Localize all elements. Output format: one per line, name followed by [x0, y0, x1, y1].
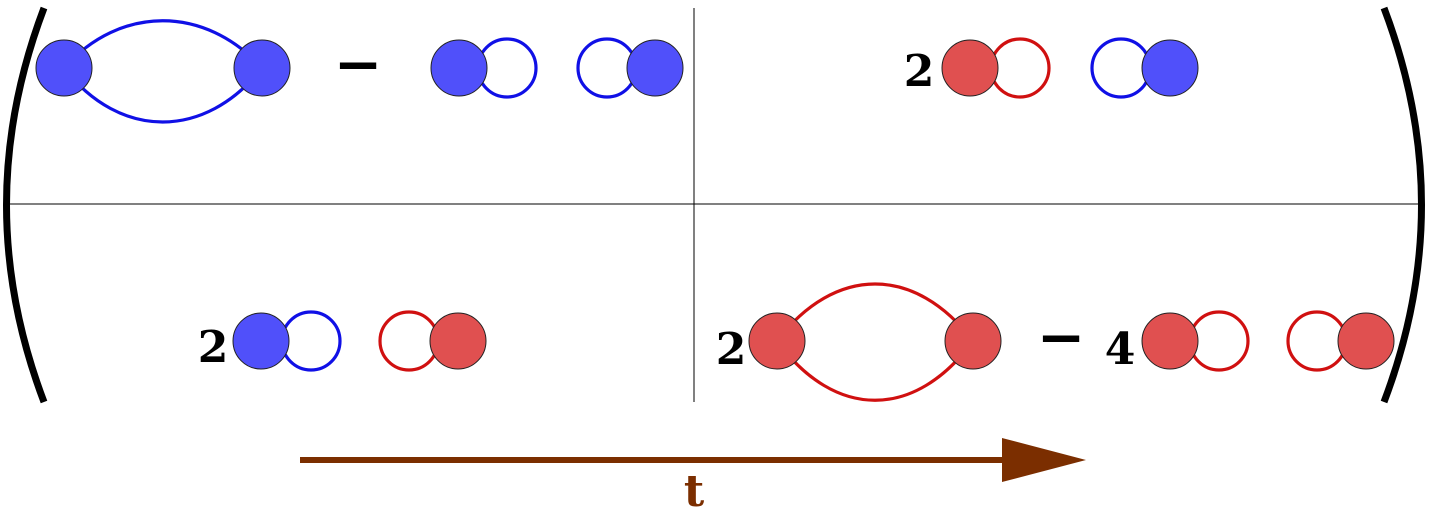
cell-bottom-right: 2 − 4	[716, 282, 1395, 402]
blue-tadpole-loop-right	[232, 310, 342, 372]
vertex-node	[233, 39, 291, 97]
time-label: t	[684, 466, 705, 509]
coefficient: 2	[904, 46, 935, 97]
vertex-node	[1337, 312, 1395, 370]
vertex-node	[35, 39, 93, 97]
tadpole-loop-right	[430, 37, 538, 99]
vertex-node	[941, 39, 999, 97]
vertex-node	[232, 312, 290, 370]
vertex-node	[944, 312, 1002, 370]
vertex-node	[429, 312, 487, 370]
vertex-node	[626, 39, 684, 97]
time-arrow-head	[1002, 438, 1086, 482]
coefficient: 2	[716, 324, 747, 375]
red-two-vertex-bubble-diagram	[748, 282, 1002, 402]
red-tadpole-loop-left	[1286, 310, 1395, 372]
vertex-node	[748, 312, 806, 370]
red-tadpole-loop-left	[378, 310, 487, 372]
minus-sign: −	[1037, 303, 1086, 371]
minus-sign: −	[334, 30, 383, 98]
cell-bottom-left: 2	[198, 310, 487, 373]
vertex-node	[1141, 312, 1199, 370]
red-tadpole-loop-right	[1141, 310, 1250, 372]
coefficient: 2	[198, 322, 229, 373]
left-bracket	[3, 6, 48, 404]
right-bracket	[1380, 6, 1425, 404]
vertex-node	[430, 39, 488, 97]
tadpole-loop-left	[576, 37, 684, 99]
red-tadpole-loop-right	[941, 37, 1051, 99]
two-vertex-bubble-diagram	[35, 19, 291, 124]
time-arrow: t	[300, 438, 1086, 509]
cell-top-left: −	[35, 19, 684, 124]
blue-tadpole-loop-left	[1090, 37, 1199, 99]
vertex-node	[1141, 39, 1199, 97]
cell-top-right: 2	[904, 37, 1199, 99]
second-coefficient: 4	[1105, 324, 1136, 375]
